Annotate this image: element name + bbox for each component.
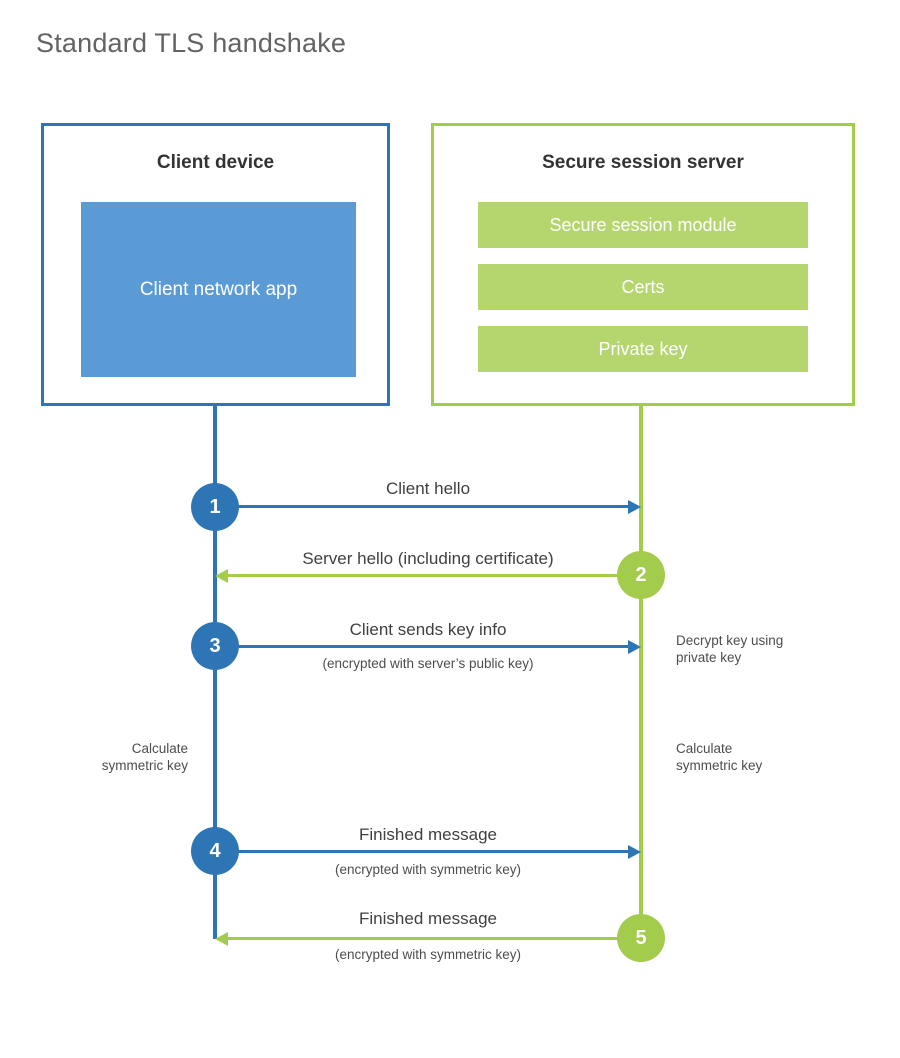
decrypt-key-annotation: Decrypt key using private key [676,633,784,665]
secure-session-module-bar: Secure session module [478,202,808,248]
arrowhead-left-icon [215,569,228,583]
step-5-label: Finished message [359,909,497,928]
client-network-app-box: Client network app [81,202,356,377]
client-device-title: Client device [156,152,275,173]
client-device-box: Client device Client network app [41,123,390,406]
step-4-number: 4 [209,839,221,862]
step-3-arrow [217,645,629,648]
arrowhead-right-icon [628,845,641,859]
arrowhead-right-icon [628,500,641,514]
step-4-label: Finished message [359,825,497,844]
step-5-sublabel: (encrypted with symmetric key) [334,947,522,962]
client-network-app-label: Client network app [139,278,298,300]
step-3-number: 3 [209,634,221,657]
step-1-number: 1 [209,495,221,518]
client-lifeline [213,406,217,939]
calculate-symmetric-key-client: Calculate symmetric key [101,741,188,773]
step-2-label: Server hello (including certificate) [302,549,554,568]
arrowhead-right-icon [628,640,641,654]
step-2-marker: 2 [617,551,665,599]
step-1-marker: 1 [191,483,239,531]
step-2-number: 2 [635,563,647,586]
step-5-arrow [228,937,641,940]
step-4-arrow [217,850,629,853]
secure-session-server-box: Secure session server Secure session mod… [431,123,855,406]
step-2-arrow [228,574,641,577]
server-lifeline [639,406,643,962]
certs-bar: Certs [478,264,808,310]
step-5-marker: 5 [617,914,665,962]
step-5-number: 5 [635,926,647,949]
step-3-marker: 3 [191,622,239,670]
step-3-label: Client sends key info [349,620,507,639]
step-1-label: Client hello [385,479,471,498]
step-4-marker: 4 [191,827,239,875]
secure-session-server-title: Secure session server [542,152,744,173]
calculate-symmetric-key-server: Calculate symmetric key [676,741,763,773]
diagram-title: Standard TLS handshake [36,28,347,58]
private-key-bar: Private key [478,326,808,372]
step-4-sublabel: (encrypted with symmetric key) [334,862,522,877]
step-1-arrow [217,505,629,508]
arrowhead-left-icon [215,932,228,946]
step-3-sublabel: (encrypted with server’s public key) [322,656,534,671]
